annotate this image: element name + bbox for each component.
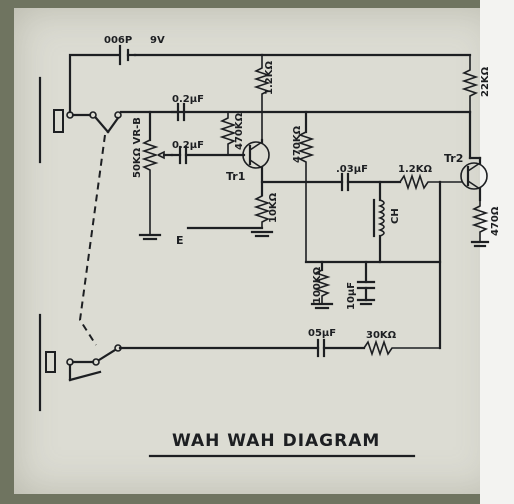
- label-r-100k: 100KΩ: [312, 266, 323, 304]
- label-c-05: 05μF: [308, 328, 336, 339]
- label-r-30k: 30KΩ: [366, 330, 397, 341]
- label-9v: 9V: [150, 35, 165, 46]
- resistor-100k: [310, 260, 334, 310]
- label-tr2: Tr2: [444, 152, 463, 165]
- diagram-title: WAH WAH DIAGRAM: [172, 431, 380, 451]
- potentiometer-50k: [138, 110, 174, 241]
- label-ground-e: E: [176, 234, 184, 247]
- switch-bottom: [38, 313, 122, 412]
- label-r-470: 470Ω: [490, 206, 501, 236]
- battery-line: [68, 44, 472, 114]
- switch-link: [78, 134, 106, 346]
- inductor-ch: [372, 180, 385, 264]
- resistor-10k: [186, 182, 274, 238]
- label-r-22k: 22KΩ: [480, 66, 491, 97]
- resistor-470k-a: [219, 112, 237, 155]
- label-c-10u: 10μF: [346, 282, 357, 310]
- resistor-22k: [461, 55, 479, 160]
- label-vr-b: 50KΩ VR-B: [132, 117, 143, 178]
- resistor-1k2-top: [253, 55, 271, 140]
- switch-top: [38, 76, 472, 164]
- transistor-tr2: [460, 156, 488, 202]
- label-tr1: Tr1: [226, 170, 245, 183]
- capacitor-03: [260, 172, 402, 192]
- resistor-30k: [363, 339, 440, 357]
- paper-edge: [480, 0, 514, 504]
- resistor-470k-b: [297, 110, 315, 262]
- label-c-02-a: 0.2μF: [172, 94, 204, 105]
- label-r-1k2-top: 1.2KΩ: [264, 61, 275, 95]
- resistor-470: [470, 200, 490, 248]
- transistor-tr1: [242, 138, 270, 197]
- capacitor-02-b: [170, 145, 246, 165]
- label-c-03: .03μF: [336, 164, 368, 175]
- label-006p: 006P: [104, 35, 132, 46]
- label-c-02-b: 0.2μF: [172, 140, 204, 151]
- label-r-470k-a: 470KΩ: [234, 112, 245, 150]
- label-r-470k-b: 470KΩ: [292, 125, 303, 163]
- resistor-1k2-mid: [399, 173, 462, 191]
- label-r-10k: 10KΩ: [268, 192, 279, 223]
- label-r-1k2-mid: 1.2KΩ: [398, 164, 432, 175]
- label-coil-ch: CH: [390, 208, 401, 224]
- paper-sheet: [14, 8, 500, 494]
- capacitor-05: [118, 338, 366, 358]
- capacitor-10u: [356, 260, 376, 306]
- capacitor-02-a: [170, 102, 186, 122]
